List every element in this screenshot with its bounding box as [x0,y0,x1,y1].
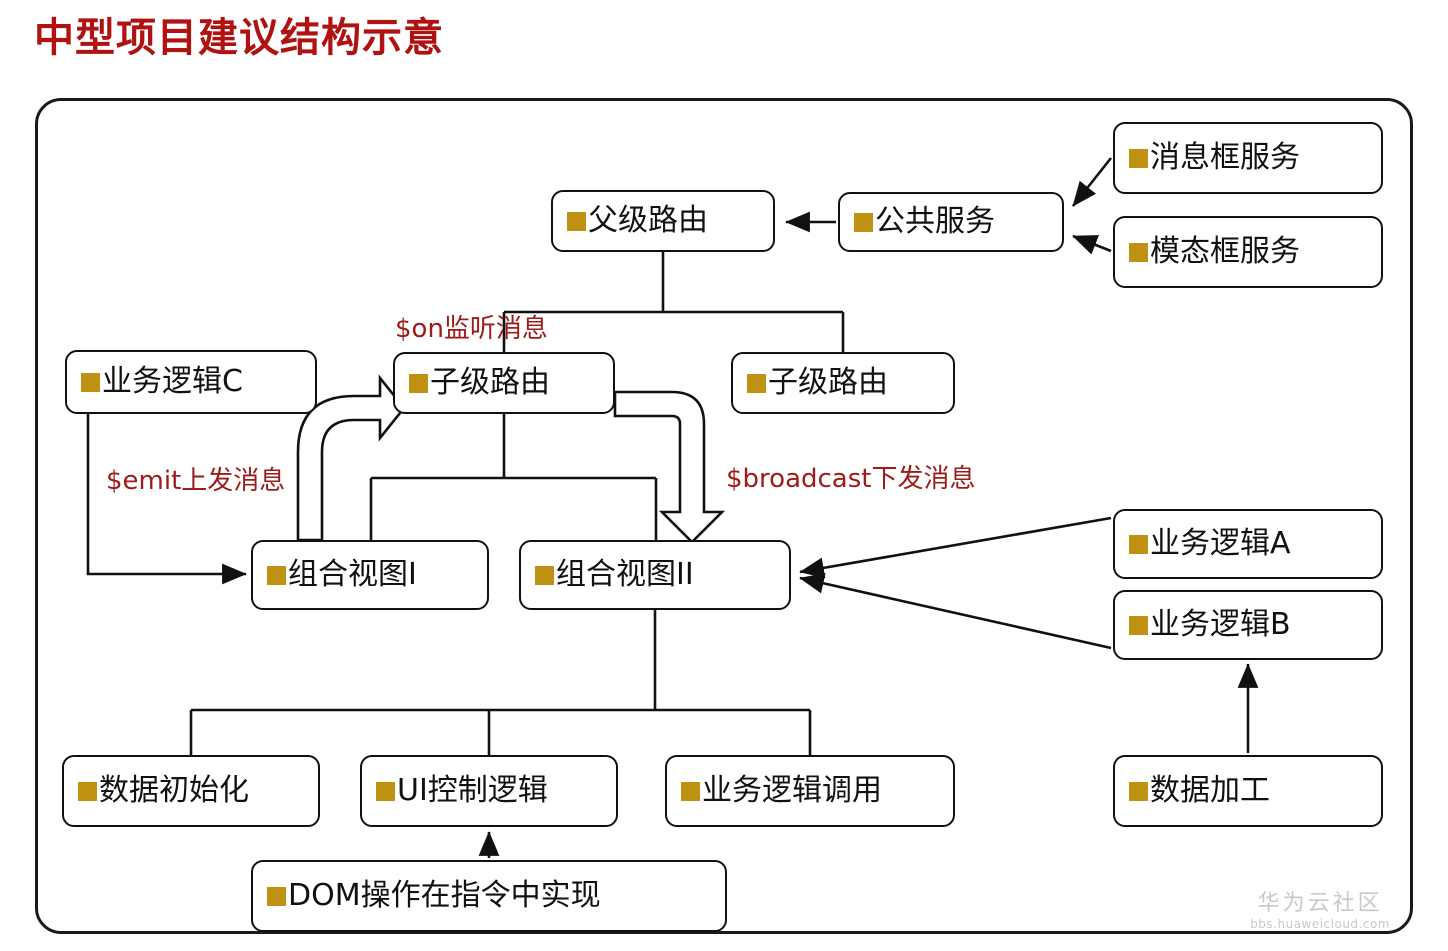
bullet-icon [1129,148,1148,168]
node-child-route-1[interactable]: 子级路由 [393,352,615,414]
node-label: 业务逻辑A [1150,526,1291,561]
watermark-url: bbs.huaweicloud.com [1250,916,1390,931]
bullet-icon [747,373,766,393]
bullet-icon [267,565,286,585]
node-label: 子级路由 [768,365,888,400]
node-business-logic-call[interactable]: 业务逻辑调用 [665,755,955,827]
node-composite-view-2[interactable]: 组合视图II [519,540,791,610]
node-business-logic-c[interactable]: 业务逻辑C [65,350,317,414]
node-label: UI控制逻辑 [397,773,548,808]
annotation-emit-up: $emit上发消息 [106,466,286,496]
node-label: 公共服务 [875,204,995,239]
node-ui-control-logic[interactable]: UI控制逻辑 [360,755,618,827]
node-label: 子级路由 [430,365,550,400]
node-parent-route[interactable]: 父级路由 [551,190,775,252]
annotation-on-listen: $on监听消息 [395,314,548,344]
node-label: 组合视图II [556,557,694,592]
bullet-icon [267,886,286,906]
bullet-icon [854,212,873,232]
bullet-icon [376,781,395,801]
node-business-logic-a[interactable]: 业务逻辑A [1113,509,1383,579]
node-data-init[interactable]: 数据初始化 [62,755,320,827]
node-label: 业务逻辑调用 [702,773,882,808]
bullet-icon [535,565,554,585]
bullet-icon [1129,615,1148,635]
node-modalbox-service[interactable]: 模态框服务 [1113,216,1383,288]
node-label: 业务逻辑B [1150,607,1291,642]
node-label: 数据加工 [1150,773,1270,808]
node-label: 数据初始化 [99,773,249,808]
watermark: 华为云社区 bbs.huaweicloud.com [1250,891,1390,931]
node-dom-directive[interactable]: DOM操作在指令中实现 [251,860,727,932]
node-label: 父级路由 [588,203,708,238]
bullet-icon [681,781,700,801]
bullet-icon [1129,534,1148,554]
bullet-icon [1129,781,1148,801]
page-title: 中型项目建议结构示意 [34,15,444,61]
bullet-icon [1129,242,1148,262]
node-messagebox-service[interactable]: 消息框服务 [1113,122,1383,194]
bullet-icon [78,781,97,801]
annotation-broadcast: $broadcast下发消息 [726,464,976,494]
node-label: 组合视图I [288,557,417,592]
node-data-process[interactable]: 数据加工 [1113,755,1383,827]
node-child-route-2[interactable]: 子级路由 [731,352,955,414]
node-label: 消息框服务 [1150,140,1300,175]
node-label: 业务逻辑C [102,364,243,399]
node-business-logic-b[interactable]: 业务逻辑B [1113,590,1383,660]
bullet-icon [81,372,100,392]
bullet-icon [567,211,586,231]
node-composite-view-1[interactable]: 组合视图I [251,540,489,610]
node-label: DOM操作在指令中实现 [288,878,601,913]
node-label: 模态框服务 [1150,234,1300,269]
node-common-service[interactable]: 公共服务 [838,192,1064,252]
watermark-brand: 华为云社区 [1257,891,1383,917]
bullet-icon [409,373,428,393]
